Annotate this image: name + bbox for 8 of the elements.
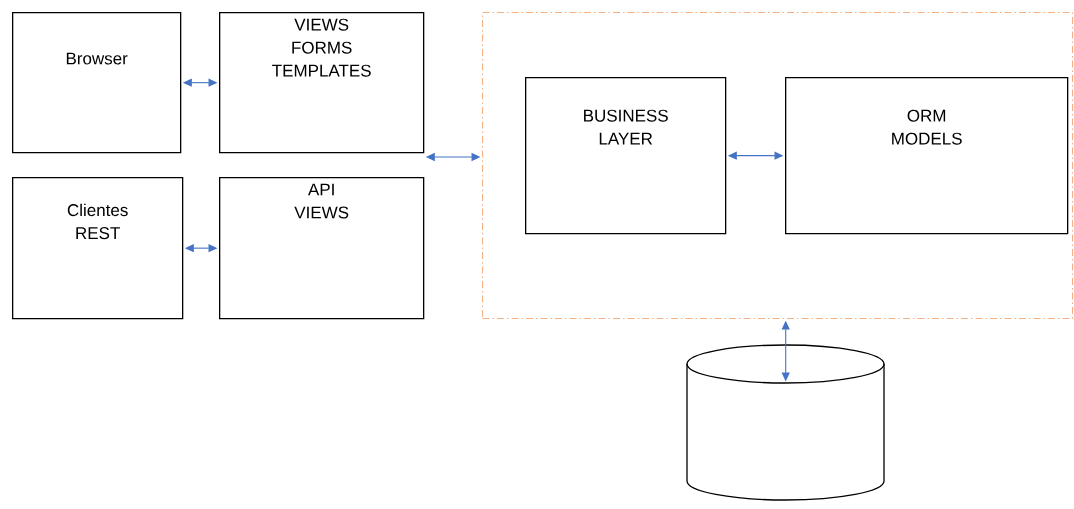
process-box: Browser [12,12,182,154]
process-box: ORM MODELS [785,77,1069,235]
process-box: VIEWS FORMS TEMPLATES [219,12,425,154]
dashed-boundary [482,12,1074,320]
database-cylinder [686,344,885,501]
process-box: BUSINESS LAYER [525,77,727,235]
process-box: Clientes REST [12,177,184,320]
process-box: API VIEWS [219,177,425,320]
